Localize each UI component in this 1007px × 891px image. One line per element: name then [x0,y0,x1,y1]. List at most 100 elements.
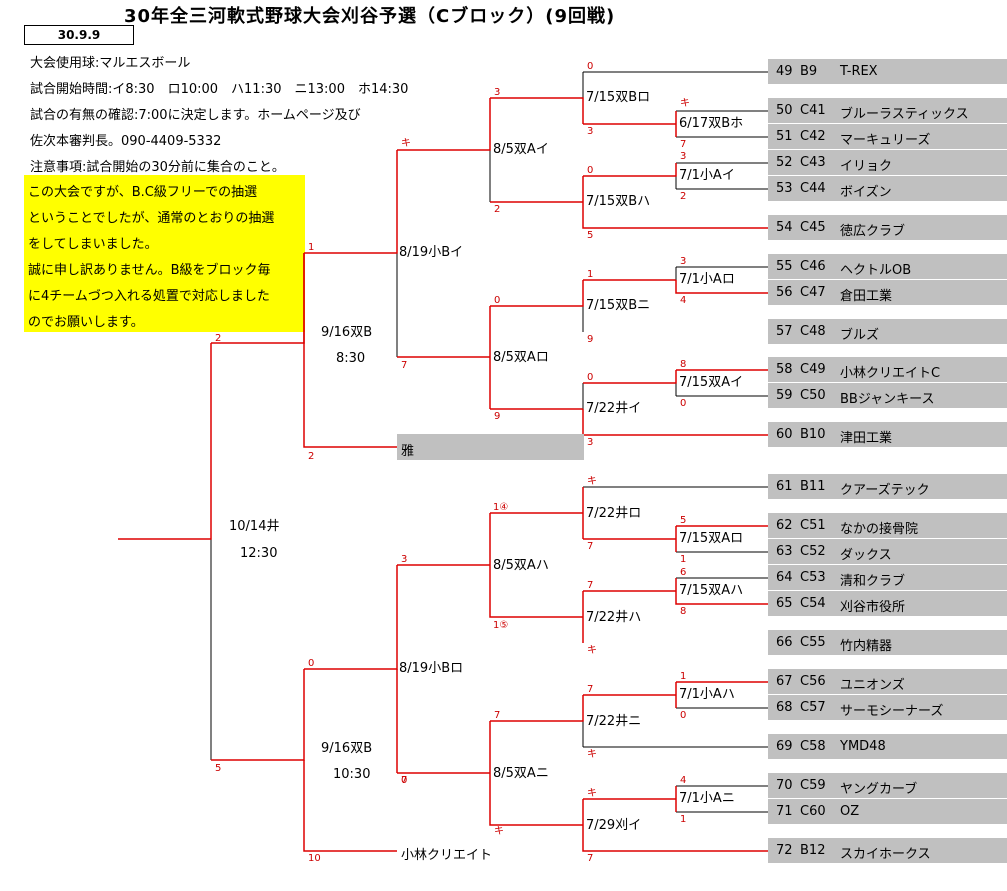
score: キ [587,788,597,799]
match-label: 7/1小Aハ [679,687,735,702]
score: 5 [587,230,594,241]
info-referee: 佐次本審判長。090-4409-5332 [30,134,222,149]
match-label: 9/16双B [321,741,373,756]
score: 7 [587,541,594,552]
score: 4 [680,775,687,786]
score: 4 [680,295,687,306]
info-confirmation: 試合の有無の確認:7:00に決定します。ホームページ及び [30,108,361,123]
notice-line: この大会ですが、B.C級フリーでの抽選 [28,185,258,200]
final-date: 10/14井 [229,519,280,534]
score: 0 [308,658,315,669]
score: キ [587,645,597,656]
match-label: 7/22井ロ [586,506,642,521]
score: キ [494,826,504,837]
match-label: 7/1小Aロ [679,272,735,287]
match-label: 8/5双Aロ [493,350,549,365]
placeholder-kobayashi: 小林クリエイト [401,848,493,863]
score: 1 [680,671,687,682]
score: 10 [308,853,321,864]
score: 7 [401,360,408,371]
match-label: 8/19小Bロ [399,661,464,676]
match-label: 8/5双Aハ [493,558,549,573]
score: 2 [494,204,501,215]
score: 0 [587,165,594,176]
score: 3 [401,554,408,565]
final-time: 12:30 [240,546,278,561]
score: 1 [680,814,687,825]
score: キ [587,749,597,760]
score: 3 [587,437,594,448]
score: キ [401,138,411,149]
score: 1④ [493,502,509,513]
notice-line: に4チームづつ入れる処置で対応しました [28,289,270,304]
score: 0 [587,372,594,383]
match-label: 8/5双Aイ [493,142,549,157]
info-notes: 注意事項:試合開始の30分前に集合のこと。 [30,160,285,175]
match-label: 6/17双Bホ [679,116,744,131]
score: 5 [680,515,687,526]
match-label: 7/1小Aニ [679,791,735,806]
match-label: 7/15双Bロ [586,90,651,105]
score: 7 [401,775,408,786]
page-title: 30年全三河軟式野球大会刈谷予選（Cブロック）(9回戦) [124,6,616,27]
score: 2 [680,191,687,202]
match-label: 7/29刈イ [586,818,642,833]
score: 7 [587,853,594,864]
score: キ [587,476,597,487]
notice-line: 誠に申し訳ありません。B級をブロック毎 [28,263,271,278]
match-label: 7/15双Aハ [679,583,744,598]
score: 0 [587,61,594,72]
score: 2 [215,333,222,344]
match-time: 10:30 [333,767,371,782]
match-label: 7/22井ハ [586,610,642,625]
score: 8 [680,606,687,617]
score: 3 [494,87,501,98]
score: 0 [401,775,408,786]
match-label: 7/15双Bハ [586,194,651,209]
score: キ [680,98,690,109]
winner-lines [118,97,768,852]
match-label: 7/15双Aイ [679,375,744,390]
score: 7 [494,710,501,721]
info-ball: 大会使用球:マルエスボール [30,56,191,71]
score: 2 [308,451,315,462]
score: 0 [680,710,687,721]
score: 0 [494,295,501,306]
score: 3 [680,151,687,162]
match-time: 8:30 [336,351,366,366]
match-label: 7/15双Aロ [679,531,744,546]
score: 9 [587,334,594,345]
score: 7 [587,684,594,695]
notice-line: をしてしまいました。 [28,237,158,252]
match-label: 7/15双Bニ [586,298,651,313]
score: 3 [680,256,687,267]
score: 3 [587,126,594,137]
match-label: 7/22井イ [586,401,642,416]
match-label: 8/19小Bイ [399,245,464,260]
notice-line: ということでしたが、通常のとおりの抽選 [28,211,275,226]
placeholder-miyabi: 雅 [397,434,584,460]
match-label: 7/22井ニ [586,714,642,729]
